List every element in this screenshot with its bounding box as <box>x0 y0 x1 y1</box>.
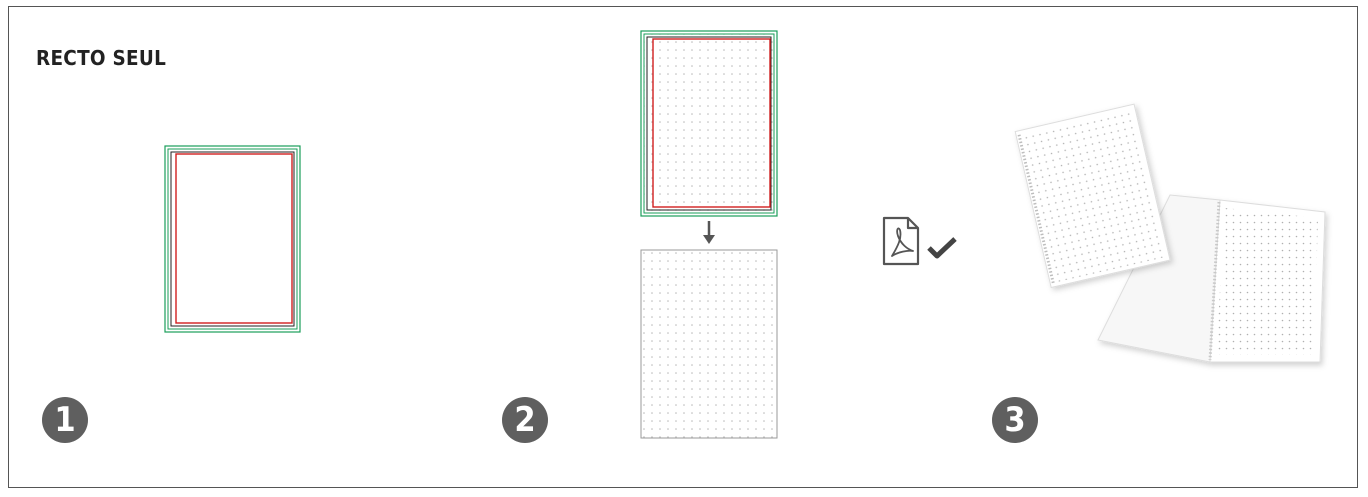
arrow-down-icon <box>700 220 718 246</box>
diagram-title: RECTO SEUL <box>36 46 166 70</box>
template-guide-page <box>164 145 302 333</box>
step-1-badge: 1 <box>42 397 88 443</box>
dotted-guide-page <box>640 30 780 218</box>
checkmark-icon <box>926 236 958 260</box>
notebook-illustration <box>1020 100 1330 370</box>
step-3-badge: 3 <box>992 397 1038 443</box>
pdf-file-icon <box>882 216 920 266</box>
final-dotted-page <box>640 249 778 439</box>
step-2-badge: 2 <box>502 397 548 443</box>
